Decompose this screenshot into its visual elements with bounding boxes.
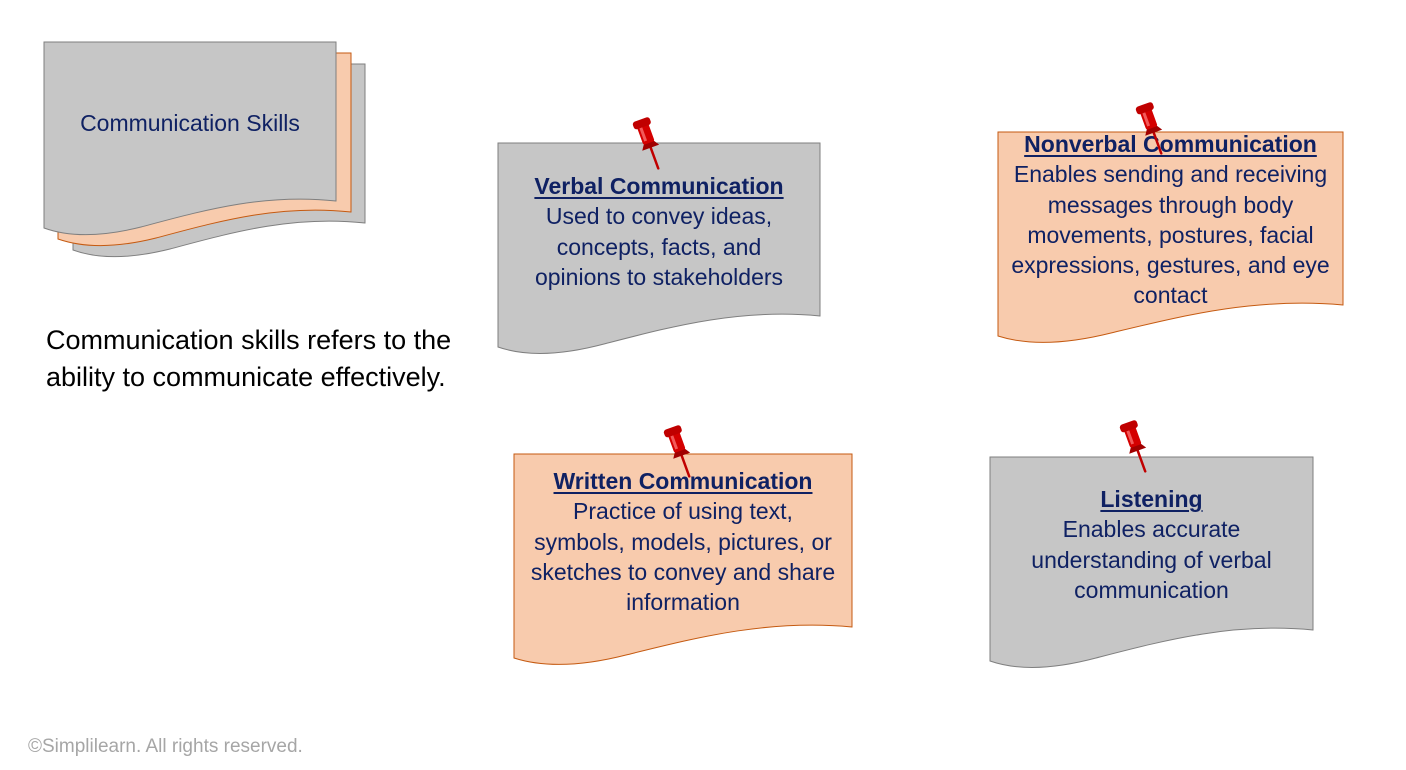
written-note-body: Practice of using text, symbols, models,… [530,498,836,616]
listening-note: Listening Enables accurate understanding… [990,484,1313,605]
push-pin-icon [1135,102,1163,155]
push-pin-icon [632,117,660,170]
nonverbal-note-body: Enables sending and receiving messages t… [1011,161,1330,309]
definition-text: Communication skills refers to the abili… [46,325,452,392]
written-note: Written Communication Practice of using … [514,466,852,617]
verbal-note-title: Verbal Communication [534,173,784,199]
listening-note-paper [989,456,1314,668]
stack-front-sheet [43,41,337,236]
push-pin-icon [1119,420,1147,473]
nonverbal-note: Nonverbal Communication Enables sending … [998,129,1343,311]
document-stack [43,41,366,258]
listening-note-body: Enables accurate understanding of verbal… [1031,516,1272,603]
verbal-note: Verbal Communication Used to convey idea… [498,171,820,292]
verbal-note-paper [497,142,821,354]
stack-label: Communication Skills [80,110,300,136]
copyright-footer: ©Simplilearn. All rights reserved. [28,736,303,757]
written-note-title: Written Communication [553,468,813,494]
nonverbal-note-title: Nonverbal Communication [1024,131,1317,157]
nonverbal-note-paper [997,131,1344,343]
push-pin-icon [663,425,691,478]
listening-note-title: Listening [1100,486,1203,512]
verbal-note-body: Used to convey ideas, concepts, facts, a… [534,203,784,290]
written-note-paper [513,453,853,665]
